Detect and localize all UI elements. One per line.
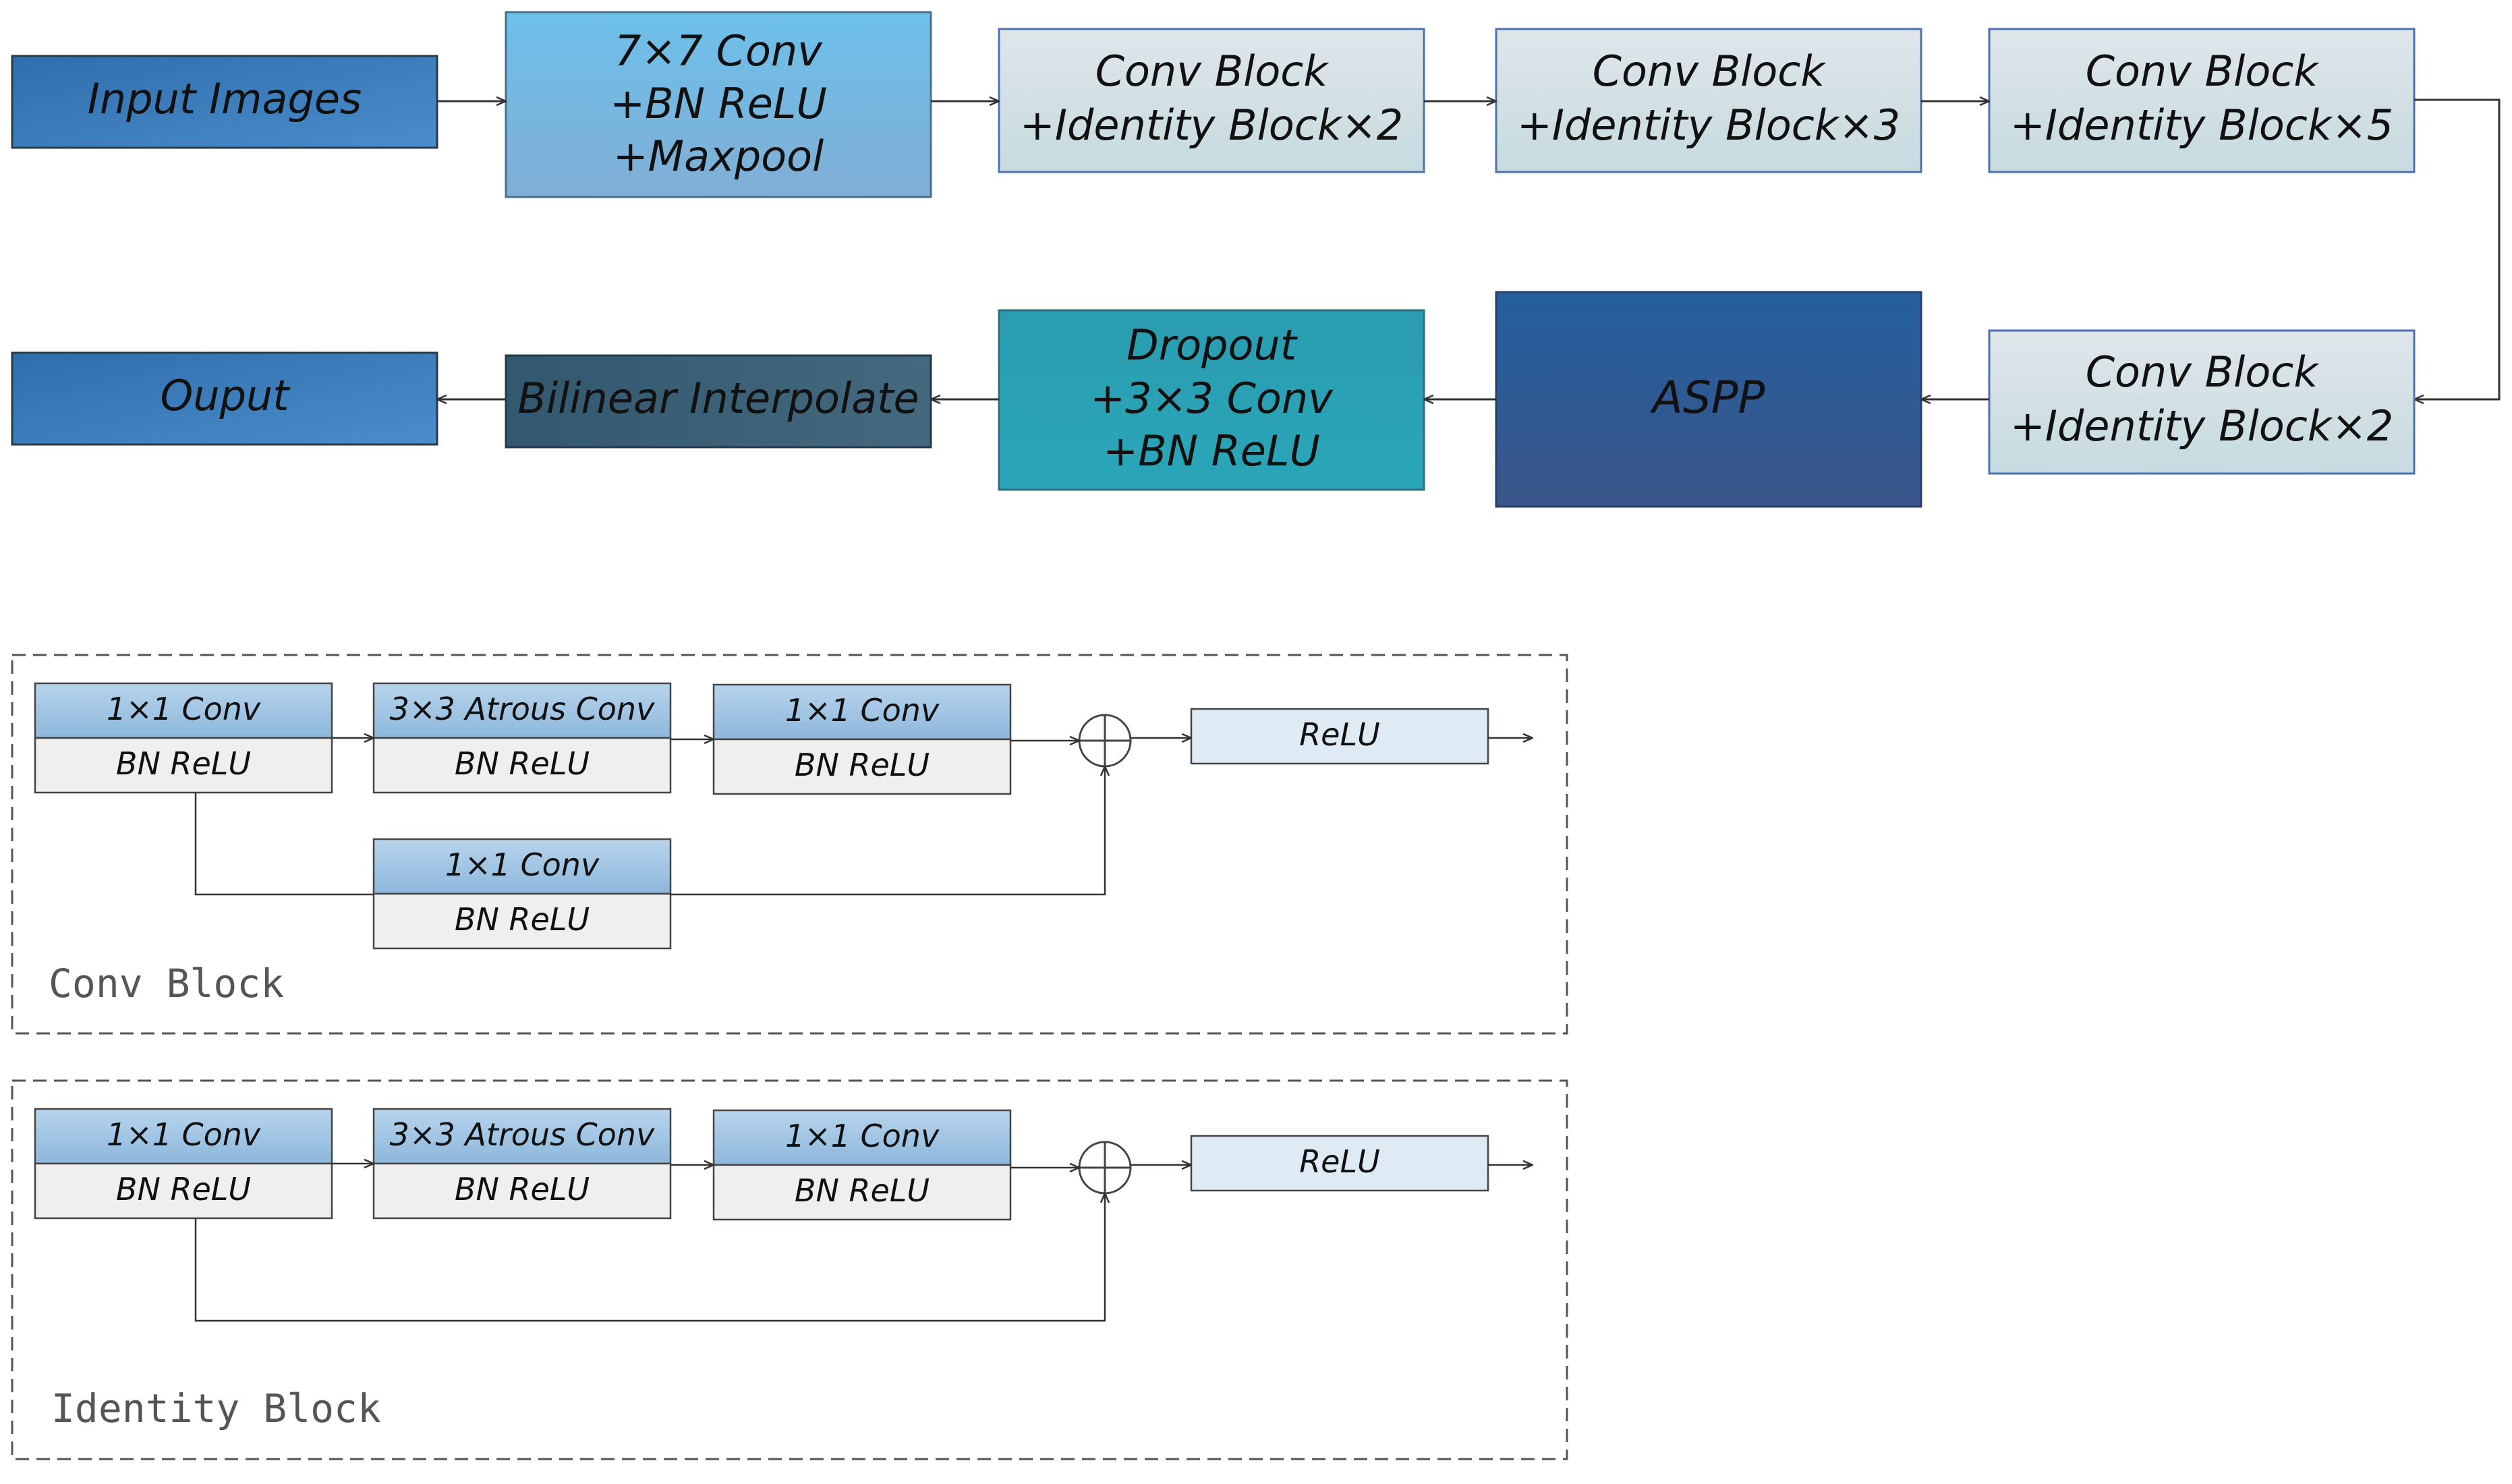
identity-block-unit-3: 1×1 Conv BN ReLU bbox=[712, 1109, 1012, 1221]
stage4-line-2: +Identity Block×2 bbox=[2010, 401, 2393, 451]
conv-block-add-icon bbox=[1078, 714, 1132, 768]
bilinear-interpolate-box: Bilinear Interpolate bbox=[505, 354, 932, 449]
identity-block-unit-1-bottom: BN ReLU bbox=[116, 1171, 251, 1207]
stage1-box: Conv Block +Identity Block×2 bbox=[998, 28, 1425, 173]
conv-block-unit-1-top: 1×1 Conv bbox=[107, 691, 261, 727]
input-images-label: Input Images bbox=[88, 74, 362, 123]
aspp-box: ASPP bbox=[1495, 291, 1922, 508]
identity-block-unit-2-bottom: BN ReLU bbox=[455, 1171, 590, 1207]
identity-block-unit-3-top: 1×1 Conv bbox=[785, 1118, 940, 1154]
conv-block-unit-2-top: 3×3 Atrous Conv bbox=[390, 691, 655, 727]
stem-line-3: +Maxpool bbox=[613, 132, 824, 181]
conv-block-unit-3: 1×1 Conv BN ReLU bbox=[712, 683, 1012, 795]
conv-block-relu-box: ReLU bbox=[1190, 708, 1489, 765]
stem-line-2: +BN ReLU bbox=[610, 79, 827, 128]
conv-block-unit-2: 3×3 Atrous Conv BN ReLU bbox=[372, 682, 672, 794]
head-line-3: +BN ReLU bbox=[1103, 426, 1320, 476]
conv-block-unit-1-bottom: BN ReLU bbox=[116, 745, 251, 782]
stem-line-1: 7×7 Conv bbox=[615, 26, 823, 76]
identity-block-unit-2: 3×3 Atrous Conv BN ReLU bbox=[372, 1108, 672, 1220]
stage4-box: Conv Block +Identity Block×2 bbox=[1988, 329, 2416, 475]
aspp-label: ASPP bbox=[1650, 372, 1765, 424]
bilinear-interpolate-label: Bilinear Interpolate bbox=[517, 374, 919, 423]
identity-block-panel: 1×1 Conv BN ReLU 3×3 Atrous Conv BN ReLU… bbox=[11, 1079, 1568, 1460]
conv-block-shortcut-top: 1×1 Conv bbox=[445, 847, 600, 883]
stage1-line-2: +Identity Block×2 bbox=[1020, 101, 1403, 150]
identity-block-unit-1: 1×1 Conv BN ReLU bbox=[34, 1108, 333, 1220]
identity-block-title: Identity Block bbox=[51, 1386, 381, 1431]
output-label: Ouput bbox=[160, 371, 291, 420]
identity-block-skip-line bbox=[194, 1193, 1105, 1322]
conv-block-unit-3-top: 1×1 Conv bbox=[785, 692, 940, 729]
conv-block-title: Conv Block bbox=[49, 961, 284, 1006]
identity-block-add-icon bbox=[1078, 1141, 1132, 1195]
conv-block-shortcut-bottom: BN ReLU bbox=[455, 901, 590, 938]
conv-block-shortcut-unit: 1×1 Conv BN ReLU bbox=[372, 838, 672, 950]
stage2-line-1: Conv Block bbox=[1593, 47, 1827, 96]
stage3-box: Conv Block +Identity Block×5 bbox=[1988, 28, 2416, 173]
stage2-box: Conv Block +Identity Block×3 bbox=[1495, 28, 1922, 173]
stage3-line-1: Conv Block bbox=[2086, 47, 2320, 96]
conv-block-unit-2-bottom: BN ReLU bbox=[455, 745, 590, 782]
identity-block-unit-1-top: 1×1 Conv bbox=[107, 1116, 261, 1153]
conv-block-unit-3-bottom: BN ReLU bbox=[795, 747, 930, 783]
head-line-2: +3×3 Conv bbox=[1090, 374, 1334, 423]
conv-block-relu-label: ReLU bbox=[1299, 716, 1380, 753]
head-line-1: Dropout bbox=[1126, 320, 1298, 370]
conv-block-skip-line-in bbox=[194, 793, 374, 896]
stage2-line-2: +Identity Block×3 bbox=[1517, 101, 1900, 150]
conv-block-skip-line-out bbox=[670, 766, 1105, 896]
stage3-line-2: +Identity Block×5 bbox=[2010, 101, 2393, 150]
conv-block-unit-1: 1×1 Conv BN ReLU bbox=[34, 682, 333, 794]
identity-block-unit-2-top: 3×3 Atrous Conv bbox=[390, 1116, 655, 1153]
input-images-box: Input Images bbox=[11, 55, 438, 149]
identity-block-relu-label: ReLU bbox=[1299, 1143, 1380, 1180]
stage1-line-1: Conv Block bbox=[1095, 47, 1330, 96]
identity-block-unit-3-bottom: BN ReLU bbox=[795, 1172, 930, 1209]
identity-block-relu-box: ReLU bbox=[1190, 1135, 1489, 1192]
output-box: Ouput bbox=[11, 351, 438, 446]
head-box: Dropout +3×3 Conv +BN ReLU bbox=[998, 309, 1425, 491]
conv-block-panel: 1×1 Conv BN ReLU 3×3 Atrous Conv BN ReLU… bbox=[11, 654, 1568, 1035]
stem-conv-box: 7×7 Conv +BN ReLU +Maxpool bbox=[505, 11, 932, 198]
arrow-stage3-to-stage4 bbox=[2414, 98, 2501, 399]
stage4-line-1: Conv Block bbox=[2086, 347, 2320, 397]
